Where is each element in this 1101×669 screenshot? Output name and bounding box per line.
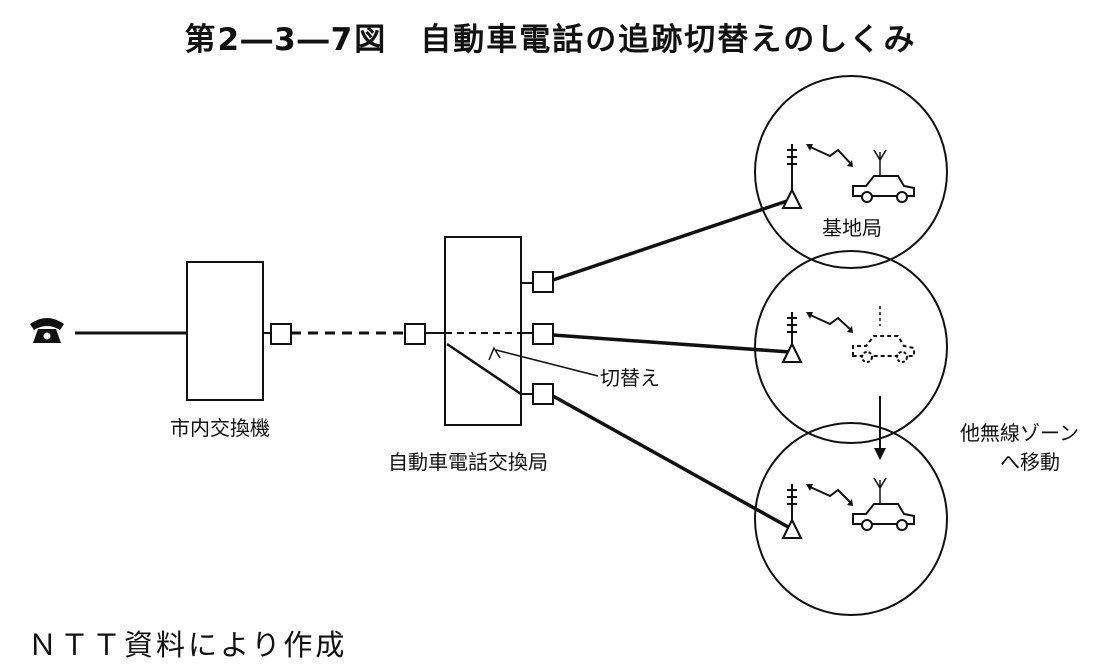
- switching-label: 切替え: [600, 366, 660, 390]
- car-phone-exchange-box: [444, 236, 522, 426]
- antenna-icon: [781, 484, 803, 539]
- car-icon: [852, 149, 915, 203]
- exchange-port-1: [532, 271, 554, 293]
- car-icon: [852, 306, 915, 363]
- radio-wave-icon: [807, 145, 853, 166]
- move-zone-label-line2: へ移動: [1000, 450, 1060, 474]
- radio-zone-1: [754, 75, 948, 269]
- base-station-label: 基地局: [822, 216, 882, 240]
- figure-title: 第2―3―7図 自動車電話の追跡切替えのしくみ: [184, 22, 917, 58]
- city-exchange-port: [270, 323, 292, 345]
- radio-zone-3: [754, 422, 948, 616]
- link-base-station-2: [552, 333, 791, 354]
- radio-wave-icon: [807, 313, 853, 332]
- internal-switched-path: [446, 342, 522, 396]
- radio-wave-icon: [807, 485, 853, 505]
- telephone-icon: [30, 318, 64, 343]
- car-exchange-in-port: [404, 323, 426, 345]
- exchange-port-2: [532, 323, 554, 345]
- city-exchange-label: 市内交換機: [170, 416, 270, 440]
- link-base-station-3: [552, 394, 791, 530]
- antenna-icon: [781, 312, 803, 363]
- exchange-port-3: [532, 383, 554, 405]
- switching-pointer: [495, 349, 599, 377]
- city-exchange-box: [186, 261, 264, 401]
- antenna-icon: [781, 144, 803, 209]
- car-phone-exchange-label: 自動車電話交換局: [388, 450, 548, 474]
- source-note: ＮＴＴ資料により作成: [28, 628, 348, 662]
- move-zone-label-line1: 他無線ゾーン: [960, 421, 1079, 445]
- radio-zone-2: [754, 250, 948, 444]
- car-icon: [852, 477, 915, 531]
- link-base-station-1: [552, 198, 791, 282]
